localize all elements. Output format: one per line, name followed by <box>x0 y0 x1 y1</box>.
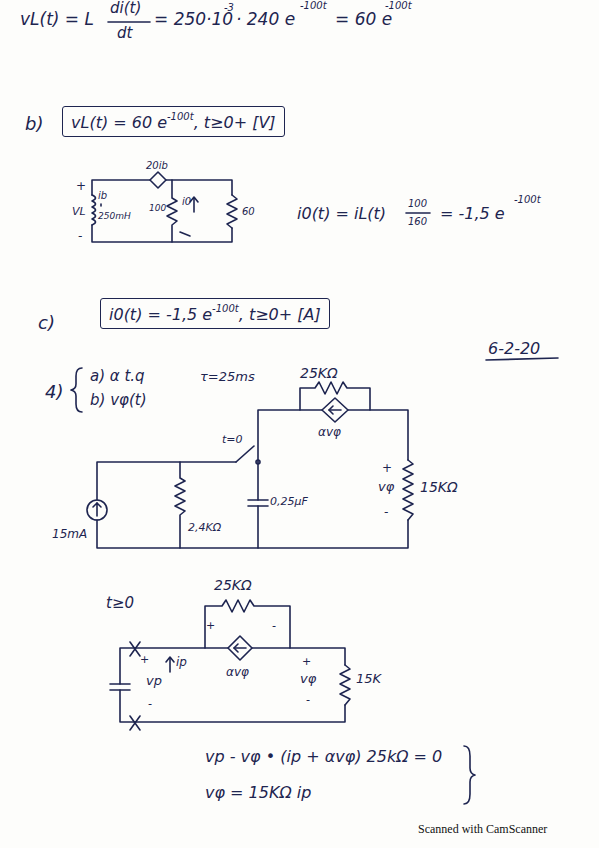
handwritten-label: vφ <box>300 672 316 686</box>
watermark: Scanned with CamScanner <box>418 823 547 836</box>
handwritten-label: -100t <box>514 194 541 205</box>
answer-text: , t≥0+ [V] <box>194 113 276 132</box>
handwritten-label: + <box>76 180 86 193</box>
handwritten-label: 0,25μF <box>270 496 308 508</box>
answer-text: vL(t) = 60 e <box>71 113 167 132</box>
answer-text: , t≥0+ [A] <box>239 305 321 324</box>
handwritten-label: 250mH <box>98 212 131 222</box>
handwritten-label: vφ <box>378 480 394 494</box>
handwritten-label: 15mA <box>52 528 87 541</box>
handwritten-label: 25KΩ <box>214 578 252 593</box>
handwritten-label: = 250·10 <box>154 10 233 29</box>
handwritten-label: dt <box>117 25 132 42</box>
handwritten-label: + <box>382 462 392 475</box>
handwritten-label: 160 <box>408 216 427 227</box>
handwritten-label: 100 <box>408 198 427 209</box>
handwritten-label: - <box>272 620 276 632</box>
handwritten-label: τ=25ms <box>200 370 255 384</box>
handwritten-label: 60 <box>242 206 255 217</box>
handwritten-label: vL(t) = L <box>20 10 94 29</box>
handwritten-label: 2,4KΩ <box>188 522 221 534</box>
handwritten-label: vp <box>146 674 162 688</box>
handwritten-label: αvφ <box>318 426 341 439</box>
handwritten-label: ib <box>98 190 107 201</box>
handwritten-label: b) vφ(t) <box>90 392 147 409</box>
handwritten-label: 20ib <box>146 160 168 171</box>
handwritten-label: i0(t) = iL(t) <box>297 205 386 223</box>
handwritten-label: -3 <box>224 2 234 13</box>
handwritten-label: VL <box>72 206 86 218</box>
handwritten-label: b) <box>25 114 43 134</box>
handwritten-label: vp - vφ • (ip + αvφ) 25kΩ = 0 <box>205 748 442 766</box>
handwritten-label: 15K <box>356 672 381 686</box>
handwritten-label: 15KΩ <box>420 480 458 495</box>
handwritten-label: 4) <box>45 382 63 402</box>
handwritten-label: i0 <box>182 196 191 207</box>
handwritten-label: c) <box>38 313 55 333</box>
handwritten-label: - <box>384 506 388 519</box>
handwritten-label: + <box>302 656 311 668</box>
exponent: -100t <box>212 303 239 314</box>
handwritten-label: a) α t.q <box>90 368 145 385</box>
handwritten-label: + <box>206 620 215 632</box>
boxed-answer: i0(t) = -1,5 e-100t, t≥0+ [A] <box>100 298 330 329</box>
handwritten-label: t=0 <box>222 434 243 446</box>
handwritten-label: -100t <box>300 0 327 11</box>
handwritten-label: -100t <box>385 0 412 11</box>
handwritten-label: 100 <box>149 204 166 214</box>
handwritten-label: = 60 e <box>335 10 392 29</box>
handwritten-label: = -1,5 e <box>440 205 505 223</box>
handwritten-label: αvφ <box>226 666 249 679</box>
handwritten-label: 25KΩ <box>300 366 338 381</box>
handwritten-label: + <box>140 654 149 666</box>
boxed-answer: vL(t) = 60 e-100t, t≥0+ [V] <box>62 106 285 137</box>
handwritten-label: t≥0 <box>106 595 134 612</box>
handwritten-label: - <box>306 694 310 706</box>
exponent: -100t <box>167 111 194 122</box>
handwritten-label: - <box>78 230 82 243</box>
handwritten-label: - <box>148 698 152 710</box>
handwritten-label: vφ = 15KΩ ip <box>205 784 311 802</box>
handwritten-label: ip <box>176 656 187 669</box>
handwritten-label: 6-2-20 <box>488 340 540 358</box>
handwritten-label: · 240 e <box>236 10 295 29</box>
answer-text: i0(t) = -1,5 e <box>109 305 212 324</box>
handwritten-label: di(t) <box>110 0 141 17</box>
